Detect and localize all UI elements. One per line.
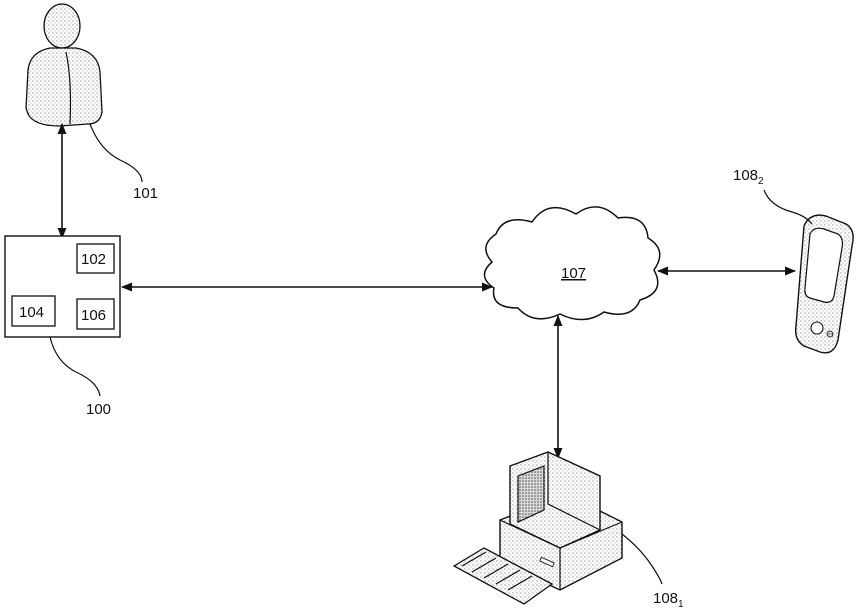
user-person-icon: [26, 4, 102, 126]
mobile-device-icon: [796, 215, 853, 353]
user-leader-line: [90, 124, 142, 182]
network-cloud: [484, 207, 659, 320]
mobile-label: 1082: [733, 167, 764, 187]
component-104-label: 104: [19, 304, 44, 321]
computer-label-base: 108: [653, 590, 678, 607]
computer-leader-line: [622, 534, 662, 584]
device-leader-line: [50, 337, 100, 396]
mobile-label-sub: 2: [758, 176, 764, 187]
mobile-leader-line: [764, 190, 812, 224]
user-label: 101: [133, 185, 158, 202]
component-106-label: 106: [81, 307, 106, 324]
mobile-label-base: 108: [733, 167, 758, 184]
network-label: 107: [561, 265, 586, 282]
computer-label-sub: 1: [678, 599, 684, 610]
component-102-label: 102: [81, 251, 106, 268]
device-label: 100: [86, 401, 111, 418]
desktop-computer-icon: [454, 452, 622, 604]
computer-label: 1081: [653, 590, 684, 610]
